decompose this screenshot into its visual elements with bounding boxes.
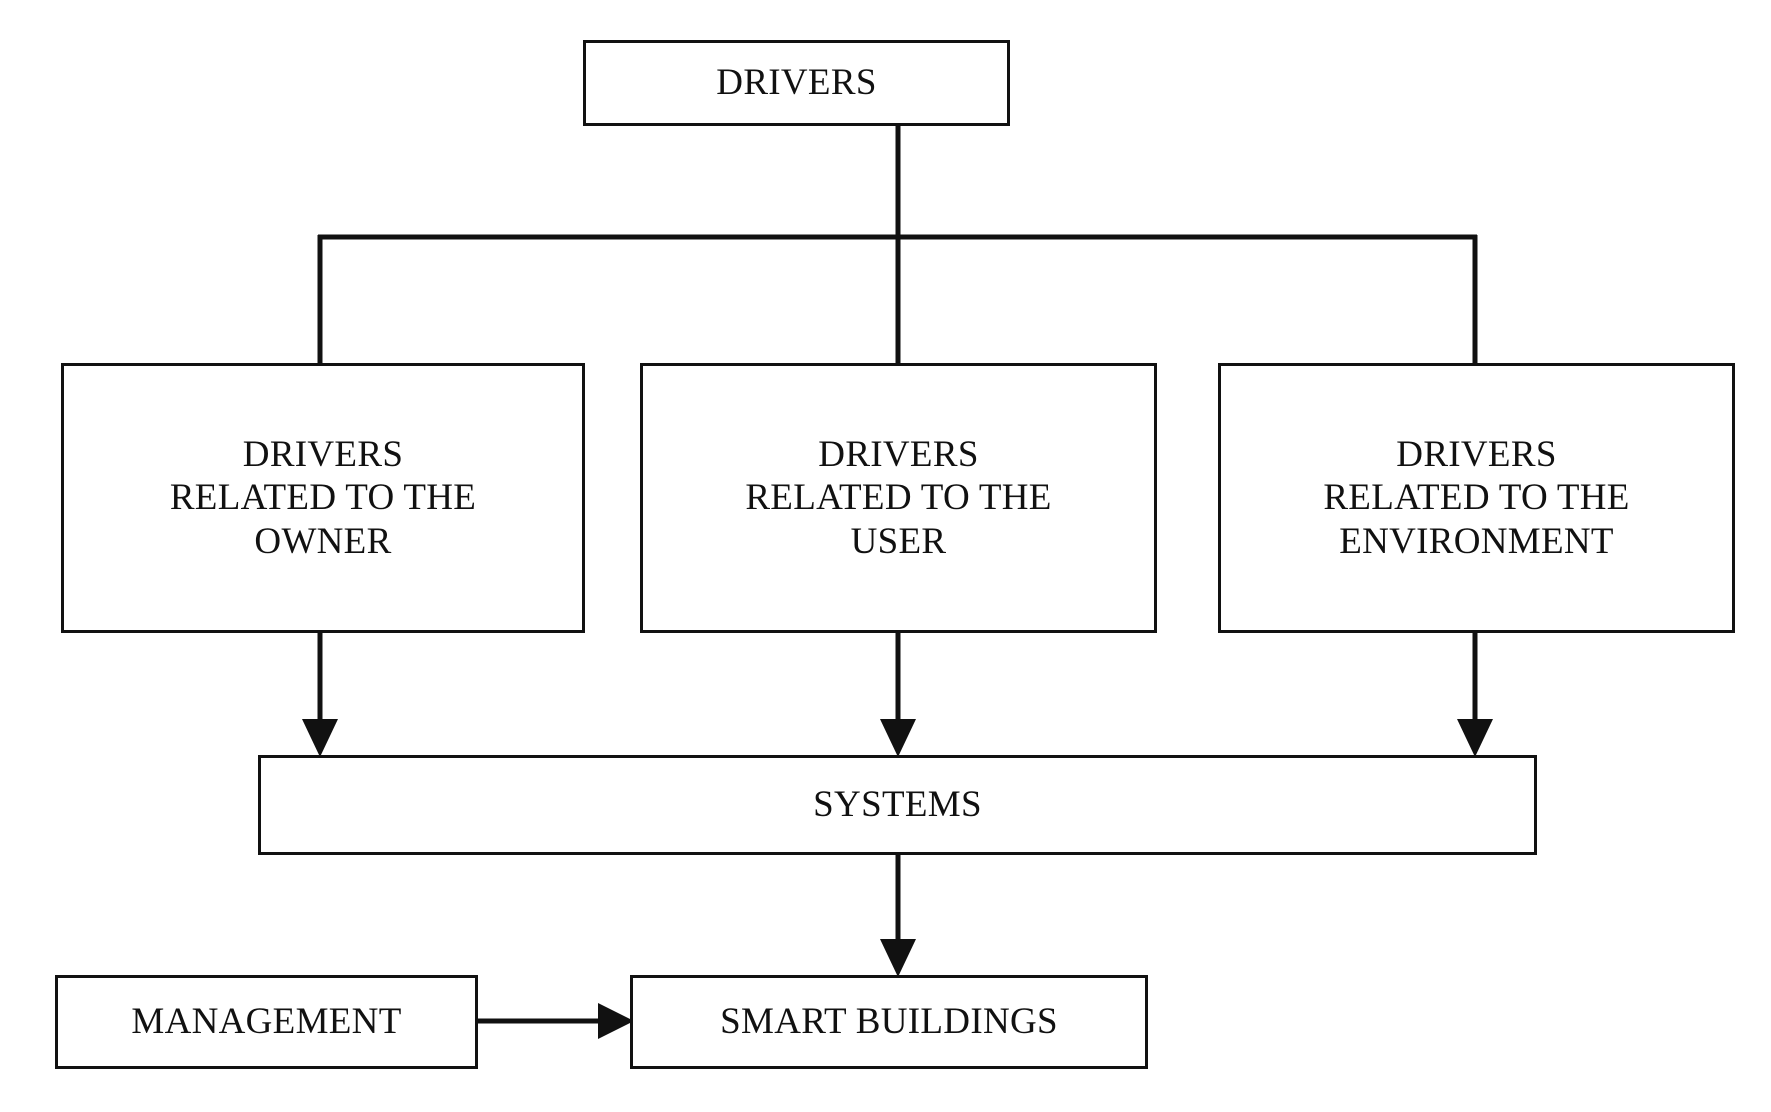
node-drivers-related-to-the-owner[interactable]: DRIVERS RELATED TO THE OWNER (61, 363, 585, 633)
edge-environment-to-systems-arrowhead (1457, 719, 1493, 757)
node-systems[interactable]: SYSTEMS (258, 755, 1537, 855)
node-management-label: MANAGEMENT (131, 1001, 402, 1043)
node-smart-buildings[interactable]: SMART BUILDINGS (630, 975, 1148, 1069)
node-drivers-related-to-the-owner-label: DRIVERS RELATED TO THE OWNER (169, 433, 477, 562)
node-systems-label: SYSTEMS (813, 784, 982, 826)
node-drivers[interactable]: DRIVERS (583, 40, 1010, 126)
node-drivers-related-to-the-environment-label: DRIVERS RELATED TO THE ENVIRONMENT (1323, 433, 1630, 562)
node-drivers-related-to-the-user-label: DRIVERS RELATED TO THE USER (745, 433, 1052, 562)
edge-user-to-systems-arrowhead (880, 719, 916, 757)
node-drivers-label: DRIVERS (716, 62, 877, 104)
node-drivers-related-to-the-user[interactable]: DRIVERS RELATED TO THE USER (640, 363, 1157, 633)
edge-management-to-smart-buildings-arrowhead (598, 1003, 634, 1039)
edge-owner-to-systems-arrowhead (302, 719, 338, 757)
node-management[interactable]: MANAGEMENT (55, 975, 478, 1069)
node-drivers-related-to-the-environment[interactable]: DRIVERS RELATED TO THE ENVIRONMENT (1218, 363, 1735, 633)
node-smart-buildings-label: SMART BUILDINGS (720, 1001, 1058, 1043)
edge-systems-to-smart-buildings-arrowhead (880, 939, 916, 977)
